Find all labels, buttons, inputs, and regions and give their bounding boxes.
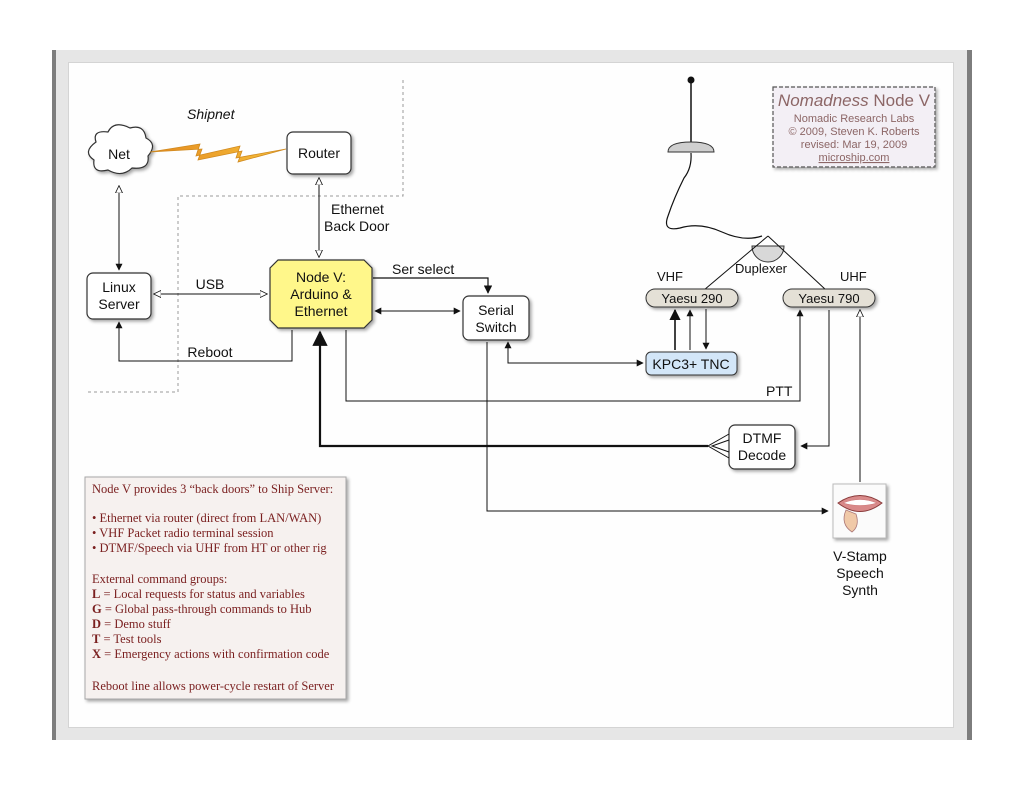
antenna-base-icon bbox=[667, 141, 715, 153]
shipnet-label: Shipnet bbox=[187, 106, 236, 122]
yaesu-290-label: Yaesu 290 bbox=[661, 291, 722, 306]
node-v-label-2: Arduino & bbox=[290, 286, 352, 302]
group-key: T bbox=[92, 632, 101, 646]
group-key: L bbox=[92, 587, 100, 601]
title-card-org: Nomadic Research Labs bbox=[794, 113, 915, 125]
group-text: = Local requests for status and variable… bbox=[100, 587, 305, 601]
reboot-label: Reboot bbox=[187, 344, 232, 360]
reboot-link bbox=[115, 321, 293, 362]
linux-server-label-1: Linux bbox=[102, 279, 135, 295]
ser-select-label: Ser select bbox=[392, 261, 454, 277]
duplexer-label: Duplexer bbox=[735, 261, 788, 276]
switch-vstamp-link bbox=[486, 342, 829, 515]
group-key: G bbox=[92, 602, 102, 616]
dtmf-bus-fan bbox=[706, 433, 730, 459]
title-card bbox=[772, 86, 936, 168]
notes-intro: Node V provides 3 “back doors” to Ship S… bbox=[92, 482, 333, 496]
serial-switch-label-1: Serial bbox=[478, 302, 514, 318]
title-card-revised: revised: Mar 19, 2009 bbox=[801, 139, 907, 151]
usb-label: USB bbox=[196, 276, 225, 292]
notes-group-t: T = Test tools bbox=[92, 632, 162, 646]
notes-bullet-2: • VHF Packet radio terminal session bbox=[92, 526, 274, 540]
dtmf-label-1: DTMF bbox=[743, 430, 782, 446]
notes-bullet-1: • Ethernet via router (direct from LAN/W… bbox=[92, 511, 321, 525]
group-key: X bbox=[92, 647, 101, 661]
switch-tnc-link bbox=[504, 341, 644, 367]
net-label: Net bbox=[108, 146, 130, 162]
antenna-coax bbox=[665, 152, 763, 239]
vstamp-label-2: Speech bbox=[836, 565, 883, 581]
linux-server-box bbox=[86, 272, 152, 320]
notes-box bbox=[84, 476, 347, 700]
yaesu-790-box bbox=[782, 288, 876, 308]
node-v-label-1: Node V: bbox=[296, 269, 346, 285]
group-text: = Emergency actions with confirmation co… bbox=[101, 647, 330, 661]
uhf-dtmf-link bbox=[800, 310, 830, 450]
notes-group-x: X = Emergency actions with confirmation … bbox=[92, 647, 330, 661]
linux-server-label-2: Server bbox=[98, 296, 140, 312]
net-cloud bbox=[87, 124, 154, 175]
node-v-box bbox=[269, 259, 373, 329]
vhf-label: VHF bbox=[657, 269, 683, 284]
notes-group-d: D = Demo stuff bbox=[92, 617, 172, 631]
vstamp-label-3: Synth bbox=[842, 582, 878, 598]
notes-bullet-3: • DTMF/Speech via UHF from HT or other r… bbox=[92, 541, 327, 555]
dtmf-decode-box bbox=[728, 424, 796, 470]
group-text: = Test tools bbox=[100, 632, 161, 646]
page-edge-left bbox=[52, 50, 56, 740]
router-label: Router bbox=[298, 145, 340, 161]
ptt-link bbox=[345, 309, 804, 402]
kpc3-tnc-label: KPC3+ TNC bbox=[652, 356, 729, 372]
dtmf-label-2: Decode bbox=[738, 447, 786, 463]
back-door-label: Back Door bbox=[324, 218, 390, 234]
serial-switch-box bbox=[462, 295, 530, 341]
title-rest: Node V bbox=[869, 91, 931, 110]
notes-group-l: L = Local requests for status and variab… bbox=[92, 587, 305, 601]
uhf-label: UHF bbox=[840, 269, 867, 284]
ptt-label: PTT bbox=[766, 383, 793, 399]
antenna-tip-icon bbox=[687, 76, 695, 84]
title-italic: Nomadness bbox=[778, 91, 869, 110]
notes-footer: Reboot line allows power-cycle restart o… bbox=[92, 679, 335, 693]
title-card-copyright: © 2009, Steven K. Roberts bbox=[788, 126, 920, 138]
page-edge-right bbox=[967, 50, 972, 740]
ser-select-link bbox=[373, 277, 493, 294]
group-key: D bbox=[92, 617, 101, 631]
group-text: = Global pass-through commands to Hub bbox=[102, 602, 312, 616]
duplexer-icon bbox=[751, 245, 785, 263]
dtmf-nodev-link bbox=[312, 330, 708, 448]
title-card-heading: Nomadness Node V bbox=[778, 91, 931, 110]
title-card-link[interactable]: microship.com bbox=[819, 152, 890, 164]
serial-switch-label-2: Switch bbox=[475, 319, 516, 335]
notes-group-g: G = Global pass-through commands to Hub bbox=[92, 602, 312, 616]
router-box bbox=[286, 131, 352, 175]
yaesu-790-label: Yaesu 790 bbox=[798, 291, 859, 306]
node-v-label-3: Ethernet bbox=[295, 303, 348, 319]
ethernet-label: Ethernet bbox=[331, 201, 384, 217]
group-text: = Demo stuff bbox=[101, 617, 171, 631]
notes-groups-heading: External command groups: bbox=[92, 572, 227, 586]
duplexer-vhf-leg bbox=[703, 235, 769, 291]
vstamp-label-1: V-Stamp bbox=[833, 548, 887, 564]
speech-mouth-icon bbox=[832, 483, 887, 539]
lightning-bolt-icon bbox=[149, 143, 287, 163]
yaesu-290-box bbox=[645, 288, 739, 308]
kpc3-tnc-box bbox=[645, 351, 738, 376]
duplexer-uhf-leg bbox=[767, 235, 827, 291]
